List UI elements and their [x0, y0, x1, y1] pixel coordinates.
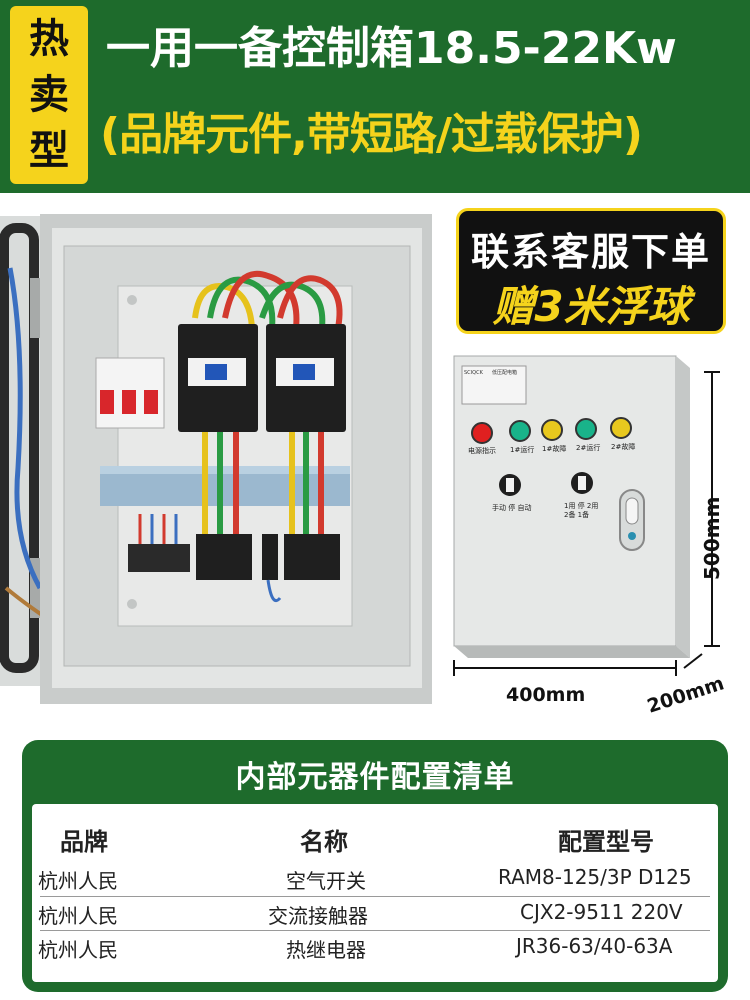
closed-cabinet-image: SCIQCK 低压配电箱 电源指示 1#运行 1#故障 2#运行 2#故障 手动… [453, 355, 720, 676]
nameplate-title: 低压配电箱 [492, 369, 517, 376]
config-table: 品牌 名称 配置型号 杭州人民 空气开关 RAM8-125/3P D125 杭州… [32, 804, 718, 982]
header-model: 配置型号 [558, 828, 654, 856]
product-title: 一用一备控制箱18.5-22Kw [106, 23, 677, 74]
light-1-run [509, 420, 531, 442]
cell-brand: 杭州人民 [38, 938, 118, 962]
cell-name: 交流接触器 [268, 904, 368, 928]
svg-text:2#故障: 2#故障 [611, 442, 635, 451]
row-divider [40, 896, 710, 897]
table-row: 杭州人民 空气开关 RAM8-125/3P D125 [32, 862, 718, 894]
cell-model: RAM8-125/3P D125 [498, 865, 692, 889]
svg-text:1#运行: 1#运行 [510, 445, 534, 454]
promo-banner: 联系客服下单 赠3米浮球 [456, 208, 726, 334]
svg-text:手动 停 自动: 手动 停 自动 [492, 503, 531, 512]
cell-name: 热继电器 [286, 938, 366, 962]
light-2-fault [610, 417, 632, 439]
nameplate-brand: SCIQCK [464, 370, 484, 376]
dim-height: 500mm [700, 496, 724, 580]
badge-char: 热 [29, 16, 69, 62]
config-list-title: 内部元器件配置清单 [235, 760, 515, 795]
cell-brand: 杭州人民 [38, 904, 118, 928]
header-brand: 品牌 [60, 828, 108, 856]
promo-gift-text: 赠3米浮球 [492, 282, 690, 331]
cell-name: 空气开关 [286, 869, 366, 893]
open-cabinet-image [0, 214, 432, 704]
dim-width: 400mm [506, 684, 586, 706]
cell-model: JR36-63/40-63A [516, 934, 673, 958]
light-1-fault [541, 419, 563, 441]
svg-text:1用 停 2用: 1用 停 2用 [564, 501, 598, 510]
svg-text:2#运行: 2#运行 [576, 443, 600, 452]
hot-sale-badge: 热 卖 型 [10, 6, 88, 184]
light-2-run [575, 418, 597, 440]
svg-text:2备 1备: 2备 1备 [564, 510, 589, 519]
badge-char: 卖 [29, 72, 69, 118]
cell-model: CJX2-9511 220V [520, 900, 683, 924]
table-row: 杭州人民 交流接触器 CJX2-9511 220V [32, 897, 718, 929]
badge-char: 型 [29, 128, 69, 174]
light-power [471, 422, 493, 444]
config-list-panel: 内部元器件配置清单 品牌 名称 配置型号 杭州人民 空气开关 RAM8-125/… [22, 740, 728, 992]
promo-contact-text: 联系客服下单 [470, 230, 711, 274]
cell-brand: 杭州人民 [38, 869, 118, 893]
header-banner: 热 卖 型 一用一备控制箱18.5-22Kw (品牌元件,带短路/过载保护) [0, 0, 750, 193]
product-subtitle: (品牌元件,带短路/过载保护) [100, 109, 643, 160]
svg-text:电源指示: 电源指示 [468, 446, 496, 455]
header-name: 名称 [300, 828, 348, 856]
row-divider [40, 930, 710, 931]
svg-text:1#故障: 1#故障 [542, 444, 566, 453]
table-row: 杭州人民 热继电器 JR36-63/40-63A [32, 931, 718, 963]
